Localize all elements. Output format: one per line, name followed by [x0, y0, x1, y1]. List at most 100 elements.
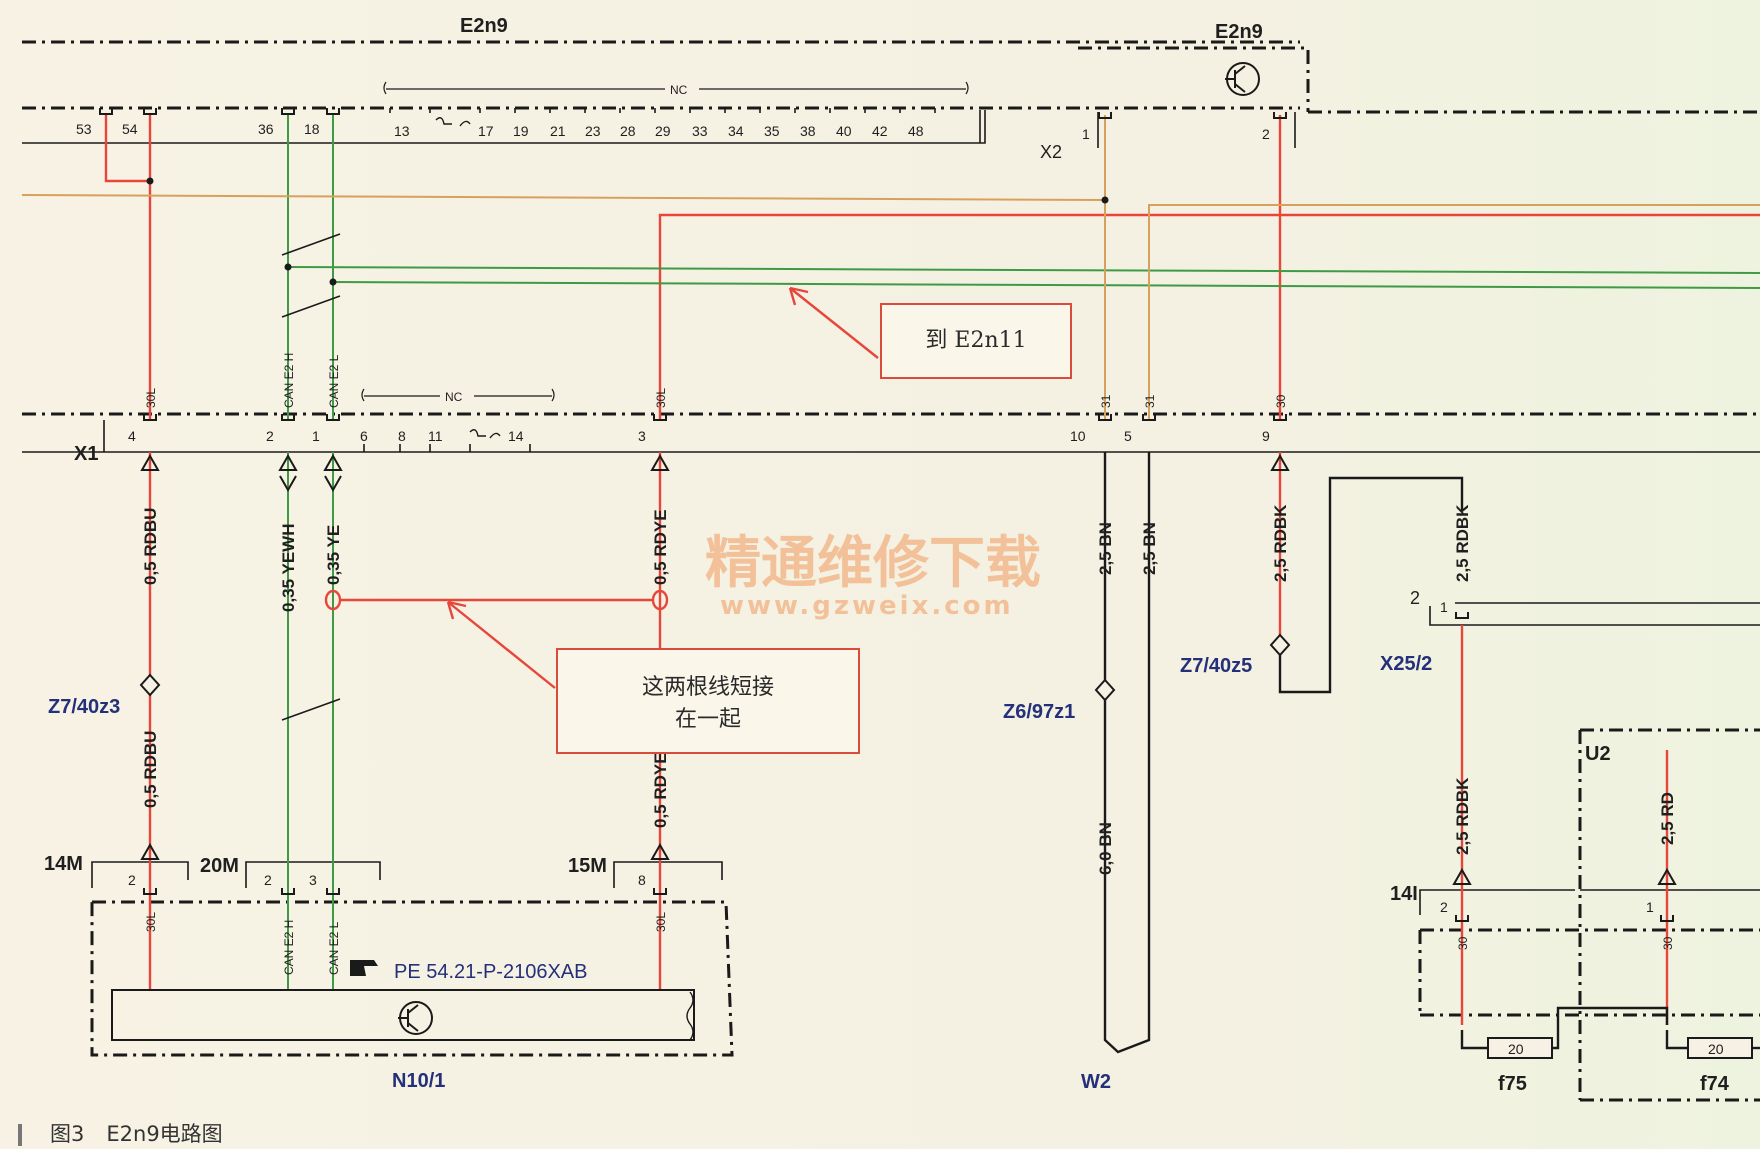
- signal-can-h-2: CAN E2 H: [282, 920, 296, 975]
- wire-label-bn-2: 2,5 BN: [1140, 522, 1159, 575]
- annotation-text-short-1: 这两根线短接: [641, 675, 774, 700]
- signal-30l-4: 30L: [654, 912, 668, 932]
- wire-green-can-h: [287, 266, 1760, 274]
- junction-dot: [146, 177, 154, 185]
- connector-arrow-bidir: [278, 453, 298, 493]
- svg-text:53: 53: [76, 121, 92, 137]
- transistor-icon: [1225, 62, 1260, 96]
- wire-label-rdbk-3: 2,5 RDBK: [1453, 777, 1472, 855]
- svg-text:8: 8: [638, 872, 646, 888]
- wire-label-rdye-2: 0,5 RDYE: [651, 752, 670, 828]
- wire-label-rdbk-1: 2,5 RDBK: [1271, 504, 1290, 582]
- svg-text:33: 33: [692, 123, 708, 139]
- svg-text:42: 42: [872, 123, 888, 139]
- nc-label-x1: NC: [445, 390, 463, 404]
- annotation-text-short-2: 在一起: [674, 707, 741, 732]
- svg-text:29: 29: [655, 123, 671, 139]
- fuse-f75-label: f75: [1498, 1073, 1527, 1095]
- wire-fuse75-left: [1460, 1030, 1488, 1050]
- svg-text:1: 1: [312, 428, 320, 444]
- connector-arrow: [650, 453, 670, 471]
- wire-tan-31b: [1148, 204, 1760, 420]
- svg-text:34: 34: [728, 123, 744, 139]
- annotation-arrowhead: [446, 600, 467, 620]
- fuse-f75: [1487, 1037, 1553, 1059]
- connector-arrow: [650, 842, 670, 860]
- n10-box: [90, 900, 734, 1057]
- m20-strip: [245, 861, 381, 888]
- svg-text:38: 38: [800, 123, 816, 139]
- can-twist-3: [281, 698, 341, 721]
- connector-arrow: [1657, 867, 1677, 885]
- wire-label-rd: 2,5 RD: [1658, 792, 1677, 845]
- svg-text:54: 54: [122, 121, 138, 137]
- wire-label-yewh: 0,35 YEWH: [279, 523, 298, 612]
- caption-number: 图3: [50, 1122, 85, 1146]
- splice-label-z7-40z3: Z7/40z3: [48, 696, 120, 718]
- connector-14i: 14I: [1390, 883, 1418, 905]
- wire-label-rdbk-2: 2,5 RDBK: [1453, 504, 1472, 582]
- signal-31-2: 31: [1143, 394, 1157, 408]
- annotation-arrowhead: [788, 286, 809, 306]
- splice-z7-40z5: [1269, 633, 1291, 657]
- caption-bar: [18, 1124, 22, 1146]
- signal-30l-2: 30L: [654, 388, 668, 408]
- wire-label-rdye: 0,5 RDYE: [651, 509, 670, 585]
- top-connector-strip: [22, 110, 986, 144]
- svg-text:1: 1: [1440, 599, 1448, 615]
- svg-text:4: 4: [128, 428, 136, 444]
- signal-30-2: 30: [1456, 936, 1470, 950]
- wire-label-rdbu: 0,5 RDBU: [141, 508, 160, 585]
- x25-strip: [1429, 606, 1760, 626]
- splice-label-z7-40z5: Z7/40z5: [1180, 655, 1252, 677]
- signal-can-l: CAN E2 L: [327, 354, 341, 408]
- m15-strip: [613, 861, 723, 888]
- connector-arrow: [140, 453, 160, 471]
- nc-label-top: NC: [670, 83, 688, 97]
- connector-arrow: [1452, 867, 1472, 885]
- svg-text:48: 48: [908, 123, 924, 139]
- connector-x2: X2: [1040, 142, 1062, 162]
- svg-text:2: 2: [266, 428, 274, 444]
- signal-31-1: 31: [1099, 394, 1113, 408]
- svg-text:21: 21: [550, 123, 566, 139]
- annotation-box-short: 这两根线短接 在一起: [556, 648, 860, 754]
- wire-label-ye: 0,35 YE: [324, 525, 343, 585]
- svg-text:13: 13: [394, 123, 410, 139]
- svg-text:36: 36: [258, 121, 274, 137]
- signal-can-h: CAN E2 H: [282, 353, 296, 408]
- signal-30l-3: 30L: [144, 912, 158, 932]
- connector-20m: 20M: [200, 855, 239, 877]
- module-u2: U2: [1585, 743, 1611, 765]
- connector-x25: X25/2: [1380, 653, 1432, 675]
- wire-fuse74-left: [1665, 1030, 1688, 1050]
- wire-black-rdbk-loop: [1278, 476, 1464, 694]
- junction-dot: [284, 263, 292, 271]
- signal-can-l-2: CAN E2 L: [327, 921, 341, 975]
- svg-text:8: 8: [398, 428, 406, 444]
- svg-text:14: 14: [508, 428, 524, 444]
- svg-text:18: 18: [304, 121, 320, 137]
- connector-x1: X1: [74, 443, 98, 465]
- fuse-f74-value: 20: [1708, 1041, 1724, 1057]
- annotation-arrow-short: [447, 601, 556, 689]
- signal-30l-1: 30L: [144, 388, 158, 408]
- splice-label-z6-97z1: Z6/97z1: [1003, 701, 1075, 723]
- svg-text:35: 35: [764, 123, 780, 139]
- x2-pin-1: 1: [1082, 126, 1090, 142]
- module-e2n9-left: E2n9: [460, 15, 508, 37]
- fuse-f75-value: 20: [1508, 1041, 1524, 1057]
- connector-arrow: [1270, 453, 1290, 471]
- x2-pin-2: 2: [1262, 126, 1270, 142]
- annotation-box-e2n11: 到 E2n11: [880, 303, 1072, 379]
- splice-z6-97z1: [1094, 678, 1116, 702]
- e2n9-right-box: [1078, 46, 1310, 112]
- can-twist-2: [281, 295, 341, 318]
- svg-text:9: 9: [1262, 428, 1270, 444]
- svg-text:28: 28: [620, 123, 636, 139]
- x1-pin-numbers: 4 2 1 6 8 11 14 3 10 5 9: [128, 428, 1270, 444]
- transistor-icon: [398, 1001, 433, 1035]
